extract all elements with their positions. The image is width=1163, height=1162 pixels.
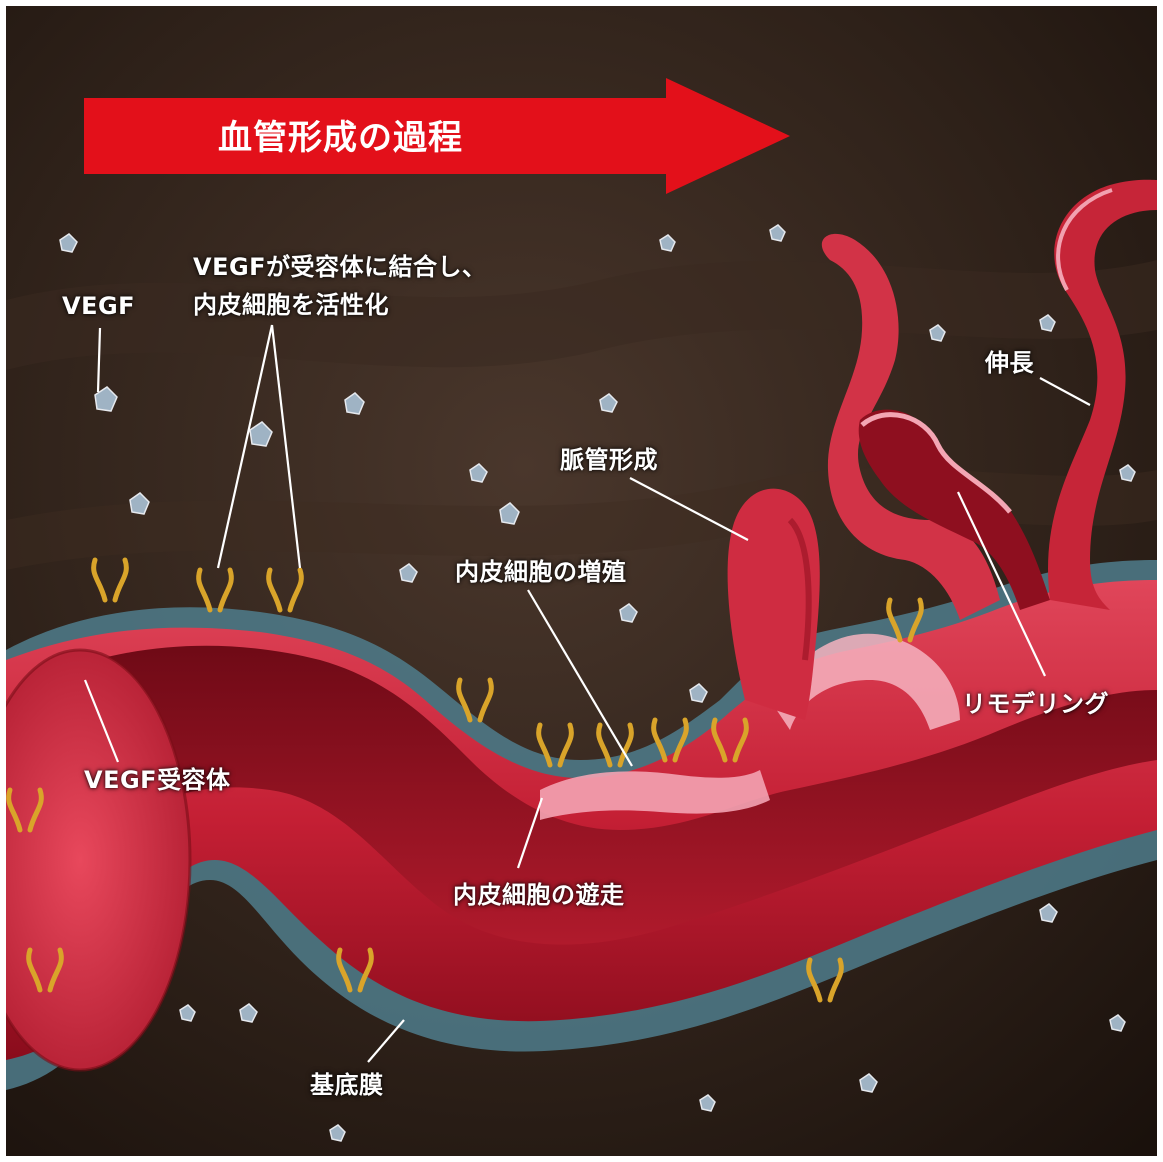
vegf-receptors bbox=[6, 557, 924, 1003]
vegf-receptor bbox=[266, 567, 304, 613]
leader-line-basement bbox=[367, 1019, 405, 1063]
sprout-remodeling bbox=[821, 233, 1000, 620]
vegf-molecule bbox=[179, 1004, 196, 1022]
vegf-receptor bbox=[886, 597, 924, 643]
vegf-receptor bbox=[91, 557, 129, 603]
sprout-elongation-lining bbox=[1056, 188, 1113, 291]
vegf-molecule bbox=[659, 234, 676, 252]
vessel-lumen bbox=[95, 645, 1157, 945]
leader-line-remodel bbox=[957, 491, 1046, 677]
vegf-molecule bbox=[399, 563, 418, 583]
label-vegf-receptor: VEGF受容体 bbox=[84, 766, 231, 794]
sprout-elongation bbox=[1048, 179, 1157, 610]
vegf-molecule bbox=[499, 502, 520, 525]
vegf-receptor bbox=[196, 567, 234, 613]
leader-line-receptor bbox=[83, 679, 120, 763]
endothelial-band bbox=[540, 770, 770, 820]
sprout-vasculogenesis-shade bbox=[787, 517, 812, 661]
sprout-vasculogenesis bbox=[727, 488, 820, 720]
leader-line-prolif bbox=[527, 589, 633, 767]
vegf-receptor bbox=[536, 722, 574, 768]
leader-line-elong bbox=[1039, 377, 1091, 406]
vegf-receptor bbox=[651, 717, 689, 763]
vegf-receptor bbox=[806, 957, 844, 1003]
vegf-molecule bbox=[94, 386, 118, 412]
label-basement-membrane: 基底膜 bbox=[310, 1071, 384, 1099]
leader-line-binding-b bbox=[270, 324, 302, 569]
label-remodeling: リモデリング bbox=[962, 690, 1109, 718]
vegf-molecule bbox=[329, 1124, 346, 1142]
leader-line-vasculo bbox=[629, 477, 749, 541]
vegf-molecule bbox=[344, 392, 365, 415]
vegf-receptor bbox=[336, 947, 374, 993]
vegf-receptor bbox=[456, 677, 494, 723]
vegf-molecules bbox=[59, 224, 1136, 1142]
vessel-end-cap bbox=[0, 650, 190, 1070]
vegf-molecule bbox=[689, 683, 708, 703]
vegf-receptor bbox=[596, 722, 634, 768]
process-arrow bbox=[84, 78, 790, 194]
vegf-molecule bbox=[769, 224, 786, 242]
vegf-molecule bbox=[59, 233, 78, 253]
leader-lines bbox=[83, 324, 1091, 1063]
label-endothelial-proliferation: 内皮細胞の増殖 bbox=[455, 558, 627, 586]
sprout-remodeling-lumen bbox=[858, 409, 1050, 610]
vegf-molecule bbox=[1039, 903, 1058, 923]
endothelial-band bbox=[770, 633, 960, 730]
vegf-molecule bbox=[699, 1094, 716, 1112]
label-vegf: VEGF bbox=[62, 292, 136, 320]
label-endothelial-migration: 内皮細胞の遊走 bbox=[453, 881, 625, 909]
leader-line-migration bbox=[516, 797, 544, 869]
vegf-molecule bbox=[859, 1073, 878, 1093]
sprout-remodeling-lining bbox=[860, 412, 1012, 514]
label-elongation: 伸長 bbox=[985, 349, 1034, 377]
vegf-receptor bbox=[711, 717, 749, 763]
label-vegf-binding-line2: 内皮細胞を活性化 bbox=[193, 291, 389, 319]
vegf-receptor bbox=[6, 787, 44, 833]
vegf-molecule bbox=[1119, 464, 1136, 482]
leader-line-vegf bbox=[96, 327, 102, 393]
vegf-molecule bbox=[929, 324, 946, 342]
label-vasculogenesis: 脈管形成 bbox=[560, 446, 658, 474]
vegf-molecule bbox=[599, 393, 618, 413]
vegf-molecule bbox=[249, 421, 273, 447]
vegf-molecule bbox=[1039, 314, 1056, 332]
vegf-molecule bbox=[619, 603, 638, 623]
vegf-molecule bbox=[1109, 1014, 1126, 1032]
process-arrow-label: 血管形成の過程 bbox=[218, 118, 463, 158]
leader-line-binding-a bbox=[216, 324, 274, 569]
vegf-receptor bbox=[26, 947, 64, 993]
vessel-end-cap-rim bbox=[0, 648, 192, 1072]
vegf-molecule bbox=[469, 463, 488, 483]
vegf-molecule bbox=[129, 492, 150, 515]
label-vegf-binding-line1: VEGFが受容体に結合し、 bbox=[193, 253, 487, 281]
vegf-molecule bbox=[239, 1003, 258, 1023]
